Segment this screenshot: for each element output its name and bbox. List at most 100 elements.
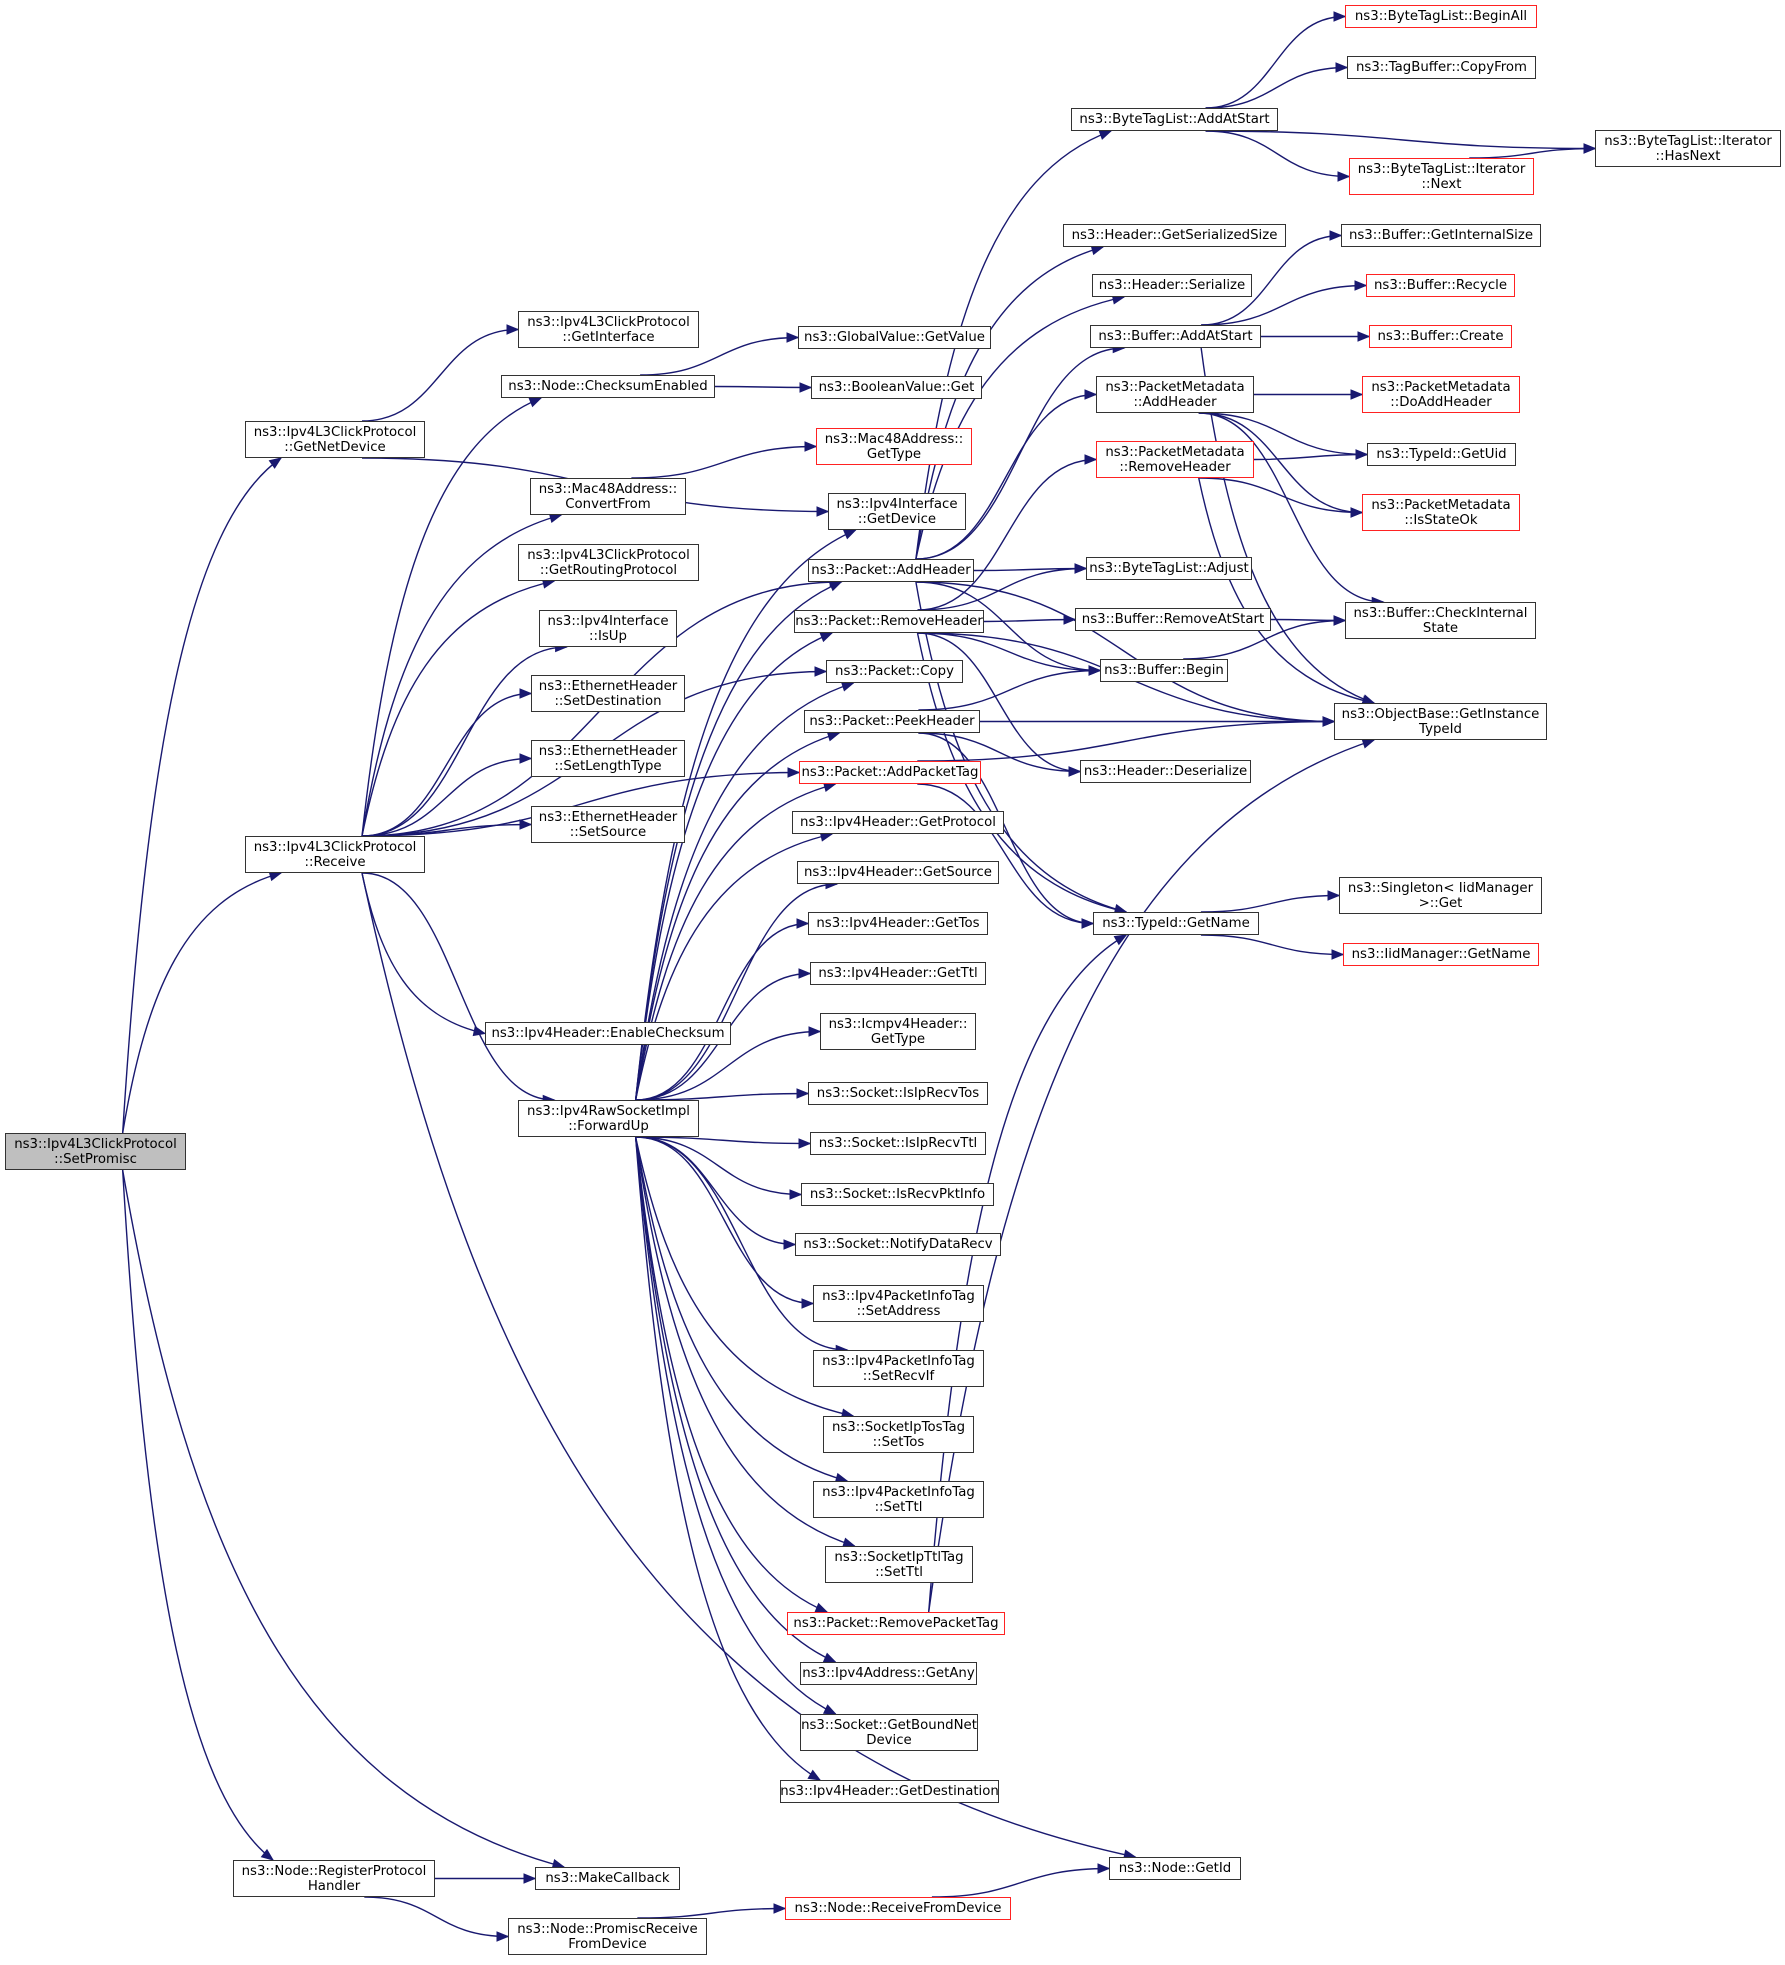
graph-node-isrecvpktinfo[interactable]: ns3::Socket::IsRecvPktInfo bbox=[801, 1183, 994, 1206]
graph-node-globalgetvalue[interactable]: ns3::GlobalValue::GetValue bbox=[798, 326, 991, 349]
graph-node-removeheader[interactable]: ns3::Packet::RemoveHeader bbox=[794, 610, 984, 633]
node-label: ::SetTos bbox=[872, 1434, 925, 1450]
arrowhead-icon bbox=[826, 731, 841, 742]
edge-addpackettag-to-getinstancetypeid bbox=[917, 720, 1335, 762]
arrowhead-icon bbox=[519, 753, 533, 764]
graph-node-setdestination[interactable]: ns3::EthernetHeader::SetDestination bbox=[531, 675, 685, 712]
graph-node-getinternalsize[interactable]: ns3::Buffer::GetInternalSize bbox=[1341, 224, 1541, 247]
graph-node-pmaddheader[interactable]: ns3::PacketMetadata::AddHeader bbox=[1096, 376, 1254, 413]
graph-node-receivefromdevice[interactable]: ns3::Node::ReceiveFromDevice bbox=[785, 1897, 1011, 1920]
graph-node-getsource[interactable]: ns3::Ipv4Header::GetSource bbox=[797, 861, 999, 884]
graph-node-getinterface[interactable]: ns3::Ipv4L3ClickProtocol::GetInterface bbox=[518, 311, 699, 348]
graph-node-bufaddatstart[interactable]: ns3::Buffer::AddAtStart bbox=[1090, 325, 1261, 348]
graph-node-create[interactable]: ns3::Buffer::Create bbox=[1369, 325, 1512, 348]
graph-node-copyfrom[interactable]: ns3::TagBuffer::CopyFrom bbox=[1347, 56, 1536, 79]
node-label: ns3::Ipv4Header::GetDestination bbox=[780, 1784, 999, 1799]
graph-node-beginall[interactable]: ns3::ByteTagList::BeginAll bbox=[1345, 5, 1537, 28]
graph-node-forwardup[interactable]: ns3::Ipv4RawSocketImpl::ForwardUp bbox=[518, 1100, 699, 1137]
graph-node-typeidgetname[interactable]: ns3::TypeId::GetName bbox=[1093, 912, 1259, 935]
arrowhead-icon bbox=[1113, 934, 1128, 946]
graph-node-getprotocol[interactable]: ns3::Ipv4Header::GetProtocol bbox=[792, 811, 1004, 834]
graph-node-makecallback[interactable]: ns3::MakeCallback bbox=[535, 1867, 680, 1890]
graph-node-nodegetid[interactable]: ns3::Node::GetId bbox=[1109, 1857, 1241, 1880]
graph-node-addheader[interactable]: ns3::Packet::AddHeader bbox=[808, 559, 974, 582]
node-label: ns3::Icmpv4Header:: bbox=[828, 1016, 968, 1032]
graph-node-getroutingprotocol[interactable]: ns3::Ipv4L3ClickProtocol::GetRoutingProt… bbox=[518, 544, 699, 581]
graph-node-getdestination[interactable]: ns3::Ipv4Header::GetDestination bbox=[780, 1780, 999, 1803]
edge-removeheader-to-removeatstart bbox=[983, 618, 1076, 623]
graph-node-btladjust[interactable]: ns3::ByteTagList::Adjust bbox=[1086, 557, 1252, 580]
graph-node-removepackettag[interactable]: ns3::Packet::RemovePacketTag bbox=[787, 1612, 1005, 1635]
graph-node-copy[interactable]: ns3::Packet::Copy bbox=[826, 660, 963, 683]
graph-node-receive[interactable]: ns3::Ipv4L3ClickProtocol::Receive bbox=[245, 836, 425, 873]
node-label: ::IsUp bbox=[589, 628, 627, 644]
node-label: ns3::IidManager::GetName bbox=[1351, 947, 1531, 962]
graph-node-enablechecksum[interactable]: ns3::Ipv4Header::EnableChecksum bbox=[485, 1022, 731, 1045]
graph-node-ipv4ifgetdevice[interactable]: ns3::Ipv4Interface::GetDevice bbox=[828, 493, 966, 530]
node-label: ns3::Node::GetId bbox=[1118, 1861, 1232, 1876]
edge-forwardup-to-copy bbox=[634, 682, 854, 1101]
graph-node-iternext[interactable]: ns3::ByteTagList::Iterator::Next bbox=[1349, 158, 1534, 195]
node-label: ns3::Ipv4L3ClickProtocol bbox=[253, 424, 417, 440]
node-label: ns3::Ipv4Header::EnableChecksum bbox=[491, 1026, 725, 1041]
graph-node-getttl[interactable]: ns3::Ipv4Header::GetTtl bbox=[810, 962, 986, 985]
graph-node-getany[interactable]: ns3::Ipv4Address::GetAny bbox=[800, 1662, 977, 1685]
graph-node-checksumenabled[interactable]: ns3::Node::ChecksumEnabled bbox=[501, 375, 715, 398]
graph-node-infosetttl[interactable]: ns3::Ipv4PacketInfoTag::SetTtl bbox=[813, 1481, 984, 1518]
node-label: ns3::Buffer::CheckInternal bbox=[1353, 605, 1528, 621]
node-label: ns3::Ipv4Header::GetProtocol bbox=[800, 815, 996, 830]
graph-node-iidgetname[interactable]: ns3::IidManager::GetName bbox=[1343, 943, 1539, 966]
arrowhead-icon bbox=[1331, 949, 1345, 960]
graph-node-isup[interactable]: ns3::Ipv4Interface::IsUp bbox=[539, 610, 677, 647]
node-label: ::Next bbox=[1421, 176, 1462, 192]
graph-node-isiprecvttl[interactable]: ns3::Socket::IsIpRecvTtl bbox=[810, 1132, 986, 1155]
graph-node-isiprecvtos[interactable]: ns3::Socket::IsIpRecvTos bbox=[808, 1082, 988, 1105]
arrowhead-icon bbox=[798, 1138, 812, 1149]
graph-node-getnetdevice[interactable]: ns3::Ipv4L3ClickProtocol::GetNetDevice bbox=[245, 421, 425, 458]
graph-node-serialize[interactable]: ns3::Header::Serialize bbox=[1092, 274, 1252, 297]
node-label: ns3::BooleanValue::Get bbox=[818, 380, 975, 395]
edge-root-to-registerhandler bbox=[121, 1169, 274, 1861]
graph-node-peekheader[interactable]: ns3::Packet::PeekHeader bbox=[804, 710, 980, 733]
graph-node-getuid[interactable]: ns3::TypeId::GetUid bbox=[1367, 443, 1516, 466]
graph-node-doaddheader[interactable]: ns3::PacketMetadata::DoAddHeader bbox=[1362, 376, 1520, 413]
graph-node-bufbegin[interactable]: ns3::Buffer::Begin bbox=[1100, 659, 1228, 682]
graph-node-icmpgettype[interactable]: ns3::Icmpv4Header::GetType bbox=[820, 1013, 976, 1050]
node-label: ns3::ObjectBase::GetInstance bbox=[1341, 706, 1540, 722]
graph-node-setlengthtype[interactable]: ns3::EthernetHeader::SetLengthType bbox=[531, 740, 685, 777]
graph-node-convertfrom[interactable]: ns3::Mac48Address::ConvertFrom bbox=[530, 478, 686, 515]
node-label: GetType bbox=[866, 446, 922, 462]
graph-node-booleanget[interactable]: ns3::BooleanValue::Get bbox=[811, 376, 982, 399]
node-label: ns3::ByteTagList::BeginAll bbox=[1354, 9, 1528, 24]
graph-node-settos[interactable]: ns3::SocketIpTosTag::SetTos bbox=[823, 1416, 974, 1453]
graph-node-recycle[interactable]: ns3::Buffer::Recycle bbox=[1366, 274, 1515, 297]
graph-node-addpackettag[interactable]: ns3::Packet::AddPacketTag bbox=[799, 761, 981, 784]
edge-forwardup-to-gettos bbox=[635, 922, 809, 1101]
graph-node-removeatstart[interactable]: ns3::Buffer::RemoveAtStart bbox=[1075, 608, 1271, 631]
node-label: ns3::Buffer::Create bbox=[1377, 329, 1504, 344]
graph-node-setsource[interactable]: ns3::EthernetHeader::SetSource bbox=[531, 806, 685, 843]
node-label: ::SetAddress bbox=[856, 1303, 941, 1319]
arrowhead-icon bbox=[807, 1769, 822, 1781]
arrowhead-icon bbox=[786, 332, 800, 343]
edge-bufbegin-to-checkinternalstate bbox=[1183, 619, 1346, 660]
graph-node-setaddress[interactable]: ns3::Ipv4PacketInfoTag::SetAddress bbox=[813, 1285, 984, 1322]
graph-node-pmremoveheader[interactable]: ns3::PacketMetadata::RemoveHeader bbox=[1096, 441, 1254, 478]
arrowhead-icon bbox=[1063, 614, 1077, 625]
graph-node-ttltagsetttl[interactable]: ns3::SocketIpTtlTag::SetTtl bbox=[825, 1546, 973, 1583]
graph-node-singletonget[interactable]: ns3::Singleton< IidManager>::Get bbox=[1339, 877, 1542, 914]
graph-node-setrecvif[interactable]: ns3::Ipv4PacketInfoTag::SetRecvIf bbox=[813, 1350, 984, 1387]
graph-node-mac48gettype[interactable]: ns3::Mac48Address::GetType bbox=[816, 428, 972, 465]
graph-node-deserialize[interactable]: ns3::Header::Deserialize bbox=[1080, 760, 1251, 783]
graph-node-getserializedsize[interactable]: ns3::Header::GetSerializedSize bbox=[1063, 224, 1286, 247]
graph-node-btladdatstart[interactable]: ns3::ByteTagList::AddAtStart bbox=[1071, 108, 1278, 131]
graph-node-gettos[interactable]: ns3::Ipv4Header::GetTos bbox=[808, 912, 988, 935]
graph-node-isstateok[interactable]: ns3::PacketMetadata::IsStateOk bbox=[1362, 494, 1520, 531]
graph-node-notifydatarecv[interactable]: ns3::Socket::NotifyDataRecv bbox=[795, 1233, 1001, 1256]
graph-node-iterhasnext[interactable]: ns3::ByteTagList::Iterator::HasNext bbox=[1595, 130, 1781, 167]
